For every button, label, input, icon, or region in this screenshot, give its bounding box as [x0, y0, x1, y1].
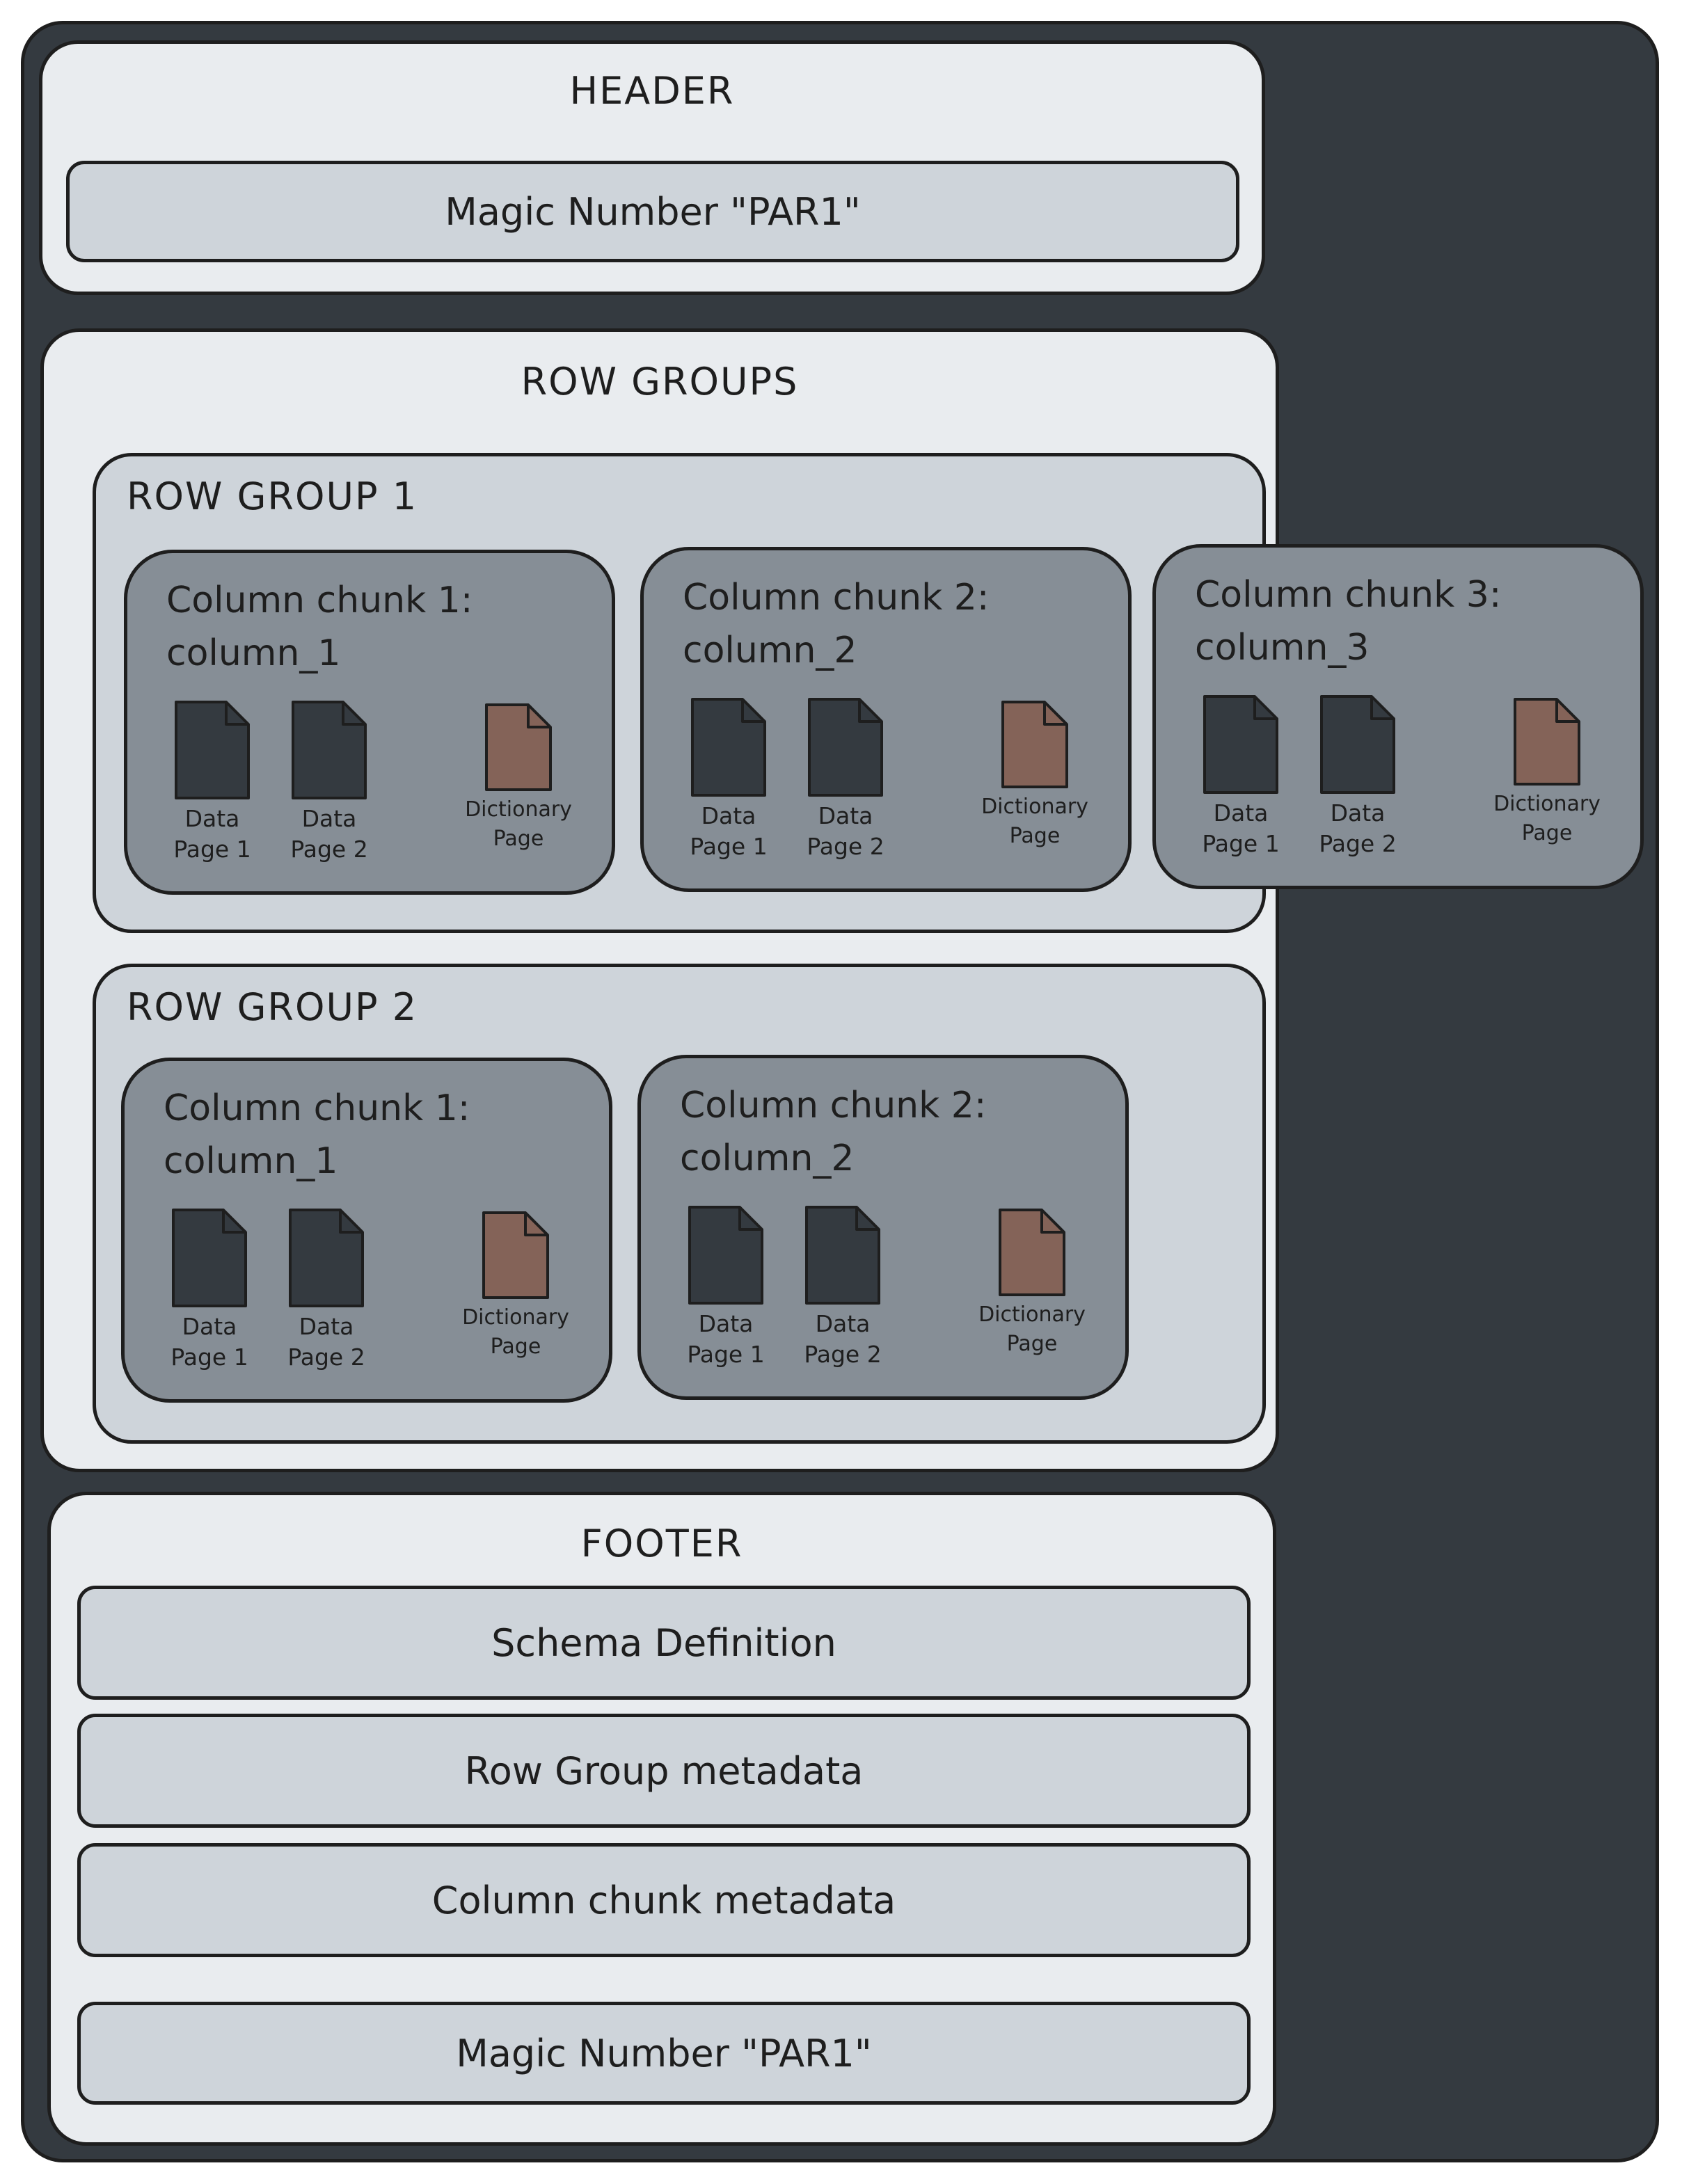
column-chunk-column: column_1	[166, 632, 341, 674]
column-chunk-column: column_2	[683, 630, 857, 671]
data-page-1-icon	[690, 696, 768, 798]
data-page-1-icon	[170, 1207, 248, 1309]
header-section: HEADER Magic Number "PAR1"	[39, 40, 1265, 295]
dictionary-page-icon	[481, 1210, 550, 1300]
footer-section: FOOTER Schema Definition Row Group metad…	[47, 1492, 1276, 2146]
column-chunk-title: Column chunk 2: column_2	[680, 1079, 1111, 1185]
column-chunk-name: Column chunk 1:	[166, 580, 473, 621]
column-chunk-title: Column chunk 2: column_2	[683, 571, 1114, 677]
header-magic-number: Magic Number "PAR1"	[66, 161, 1239, 262]
data-page-2-icon	[1319, 694, 1397, 795]
footer-magic-number: Magic Number "PAR1"	[77, 2002, 1251, 2105]
footer-schema-definition: Schema Definition	[77, 1586, 1251, 1700]
row-group-2-title: ROW GROUP 2	[127, 985, 418, 1029]
column-chunk-title: Column chunk 1: column_1	[166, 574, 598, 680]
data-page-2-icon	[290, 699, 368, 801]
data-page-2-icon	[804, 1204, 882, 1306]
dictionary-page-icon	[1000, 699, 1070, 790]
column-chunk-column: column_1	[164, 1140, 338, 1182]
column-chunk-title: Column chunk 1: column_1	[164, 1082, 595, 1188]
dictionary-page-icon	[997, 1207, 1067, 1298]
column-chunk-name: Column chunk 3:	[1195, 574, 1502, 616]
dictionary-page-icon	[1512, 696, 1582, 787]
data-page-2-icon	[807, 696, 884, 798]
column-chunk-column: column_3	[1195, 627, 1370, 669]
row-group-1-title: ROW GROUP 1	[127, 475, 418, 518]
data-page-1-icon	[173, 699, 251, 801]
data-page-1-icon	[687, 1204, 765, 1306]
dictionary-page-icon	[484, 702, 553, 792]
footer-title: FOOTER	[580, 1522, 743, 1565]
column-chunk-column: column_2	[680, 1138, 855, 1179]
column-chunk-name: Column chunk 2:	[680, 1085, 987, 1126]
column-chunk-name: Column chunk 1:	[164, 1087, 470, 1129]
data-page-1-icon	[1202, 694, 1280, 795]
footer-column-chunk-metadata: Column chunk metadata	[77, 1843, 1251, 1957]
footer-row-group-metadata: Row Group metadata	[77, 1714, 1251, 1828]
data-page-2-icon	[287, 1207, 365, 1309]
column-chunk-name: Column chunk 2:	[683, 577, 990, 619]
header-title: HEADER	[569, 69, 735, 113]
column-chunk-title: Column chunk 3: column_3	[1195, 568, 1626, 674]
row-groups-title: ROW GROUPS	[521, 360, 799, 404]
